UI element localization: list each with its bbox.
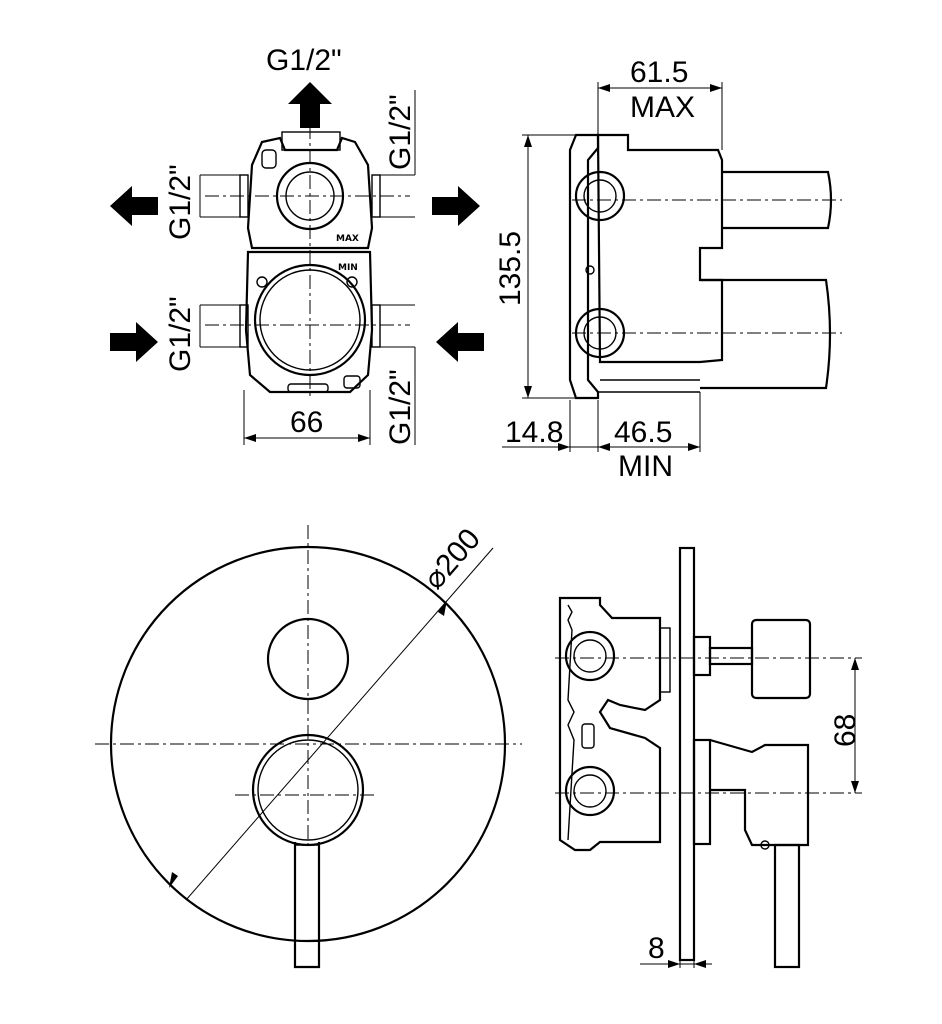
max-mark: MAX (336, 234, 359, 244)
dimension-66-label: 66 (290, 406, 323, 439)
thread-extension-lines (199, 90, 416, 445)
dimension-8: 8 (640, 932, 712, 968)
dimension-14-8-and-46-5-min: 14.8 46.5 MIN (502, 392, 701, 483)
dimension-46-5-label: 46.5 (614, 416, 672, 449)
centre-lines-plate (95, 525, 522, 845)
dimension-61-5-max: 61.5 MAX (597, 56, 723, 150)
dimension-diameter-200: ⌀200 (169, 523, 494, 901)
thread-label-right-top: G1/2" (384, 94, 417, 170)
arrow-left-in-icon (436, 322, 484, 362)
thread-label-left-top: G1/2" (164, 164, 197, 240)
min-mark: MIN (338, 263, 358, 273)
centre-lines-assembly (555, 657, 862, 794)
dimension-min-label: MIN (618, 450, 673, 483)
arrow-left-icon (110, 186, 158, 226)
thread-label-right-bottom: G1/2" (384, 369, 417, 445)
valve-body-side-view (568, 133, 833, 400)
dimension-135-5-label: 135.5 (494, 231, 527, 306)
thread-label-top: G1/2" (266, 44, 342, 77)
dimension-68-label: 68 (829, 714, 862, 747)
dimension-diameter-200-label: ⌀200 (417, 523, 487, 596)
dimension-135-5: 135.5 (494, 134, 576, 399)
arrow-up-icon (288, 82, 332, 128)
arrow-right-in-icon (110, 322, 158, 362)
assembly-side-view (558, 546, 812, 969)
dimension-61-5-label: 61.5 (630, 56, 688, 89)
centre-lines-side (572, 199, 842, 334)
dimension-max-label: MAX (630, 91, 695, 124)
dimension-68: 68 (829, 658, 862, 793)
thread-label-left-bottom: G1/2" (164, 296, 197, 372)
dimension-66: 66 (243, 390, 371, 445)
dimension-14-8-label: 14.8 (505, 416, 563, 449)
flow-arrows (110, 82, 484, 362)
dimension-8-label: 8 (648, 932, 665, 965)
thread-labels: G1/2" G1/2" G1/2" G1/2" G1/2" (164, 44, 417, 445)
arrow-right-icon (432, 186, 480, 226)
centre-lines-front (205, 125, 410, 400)
